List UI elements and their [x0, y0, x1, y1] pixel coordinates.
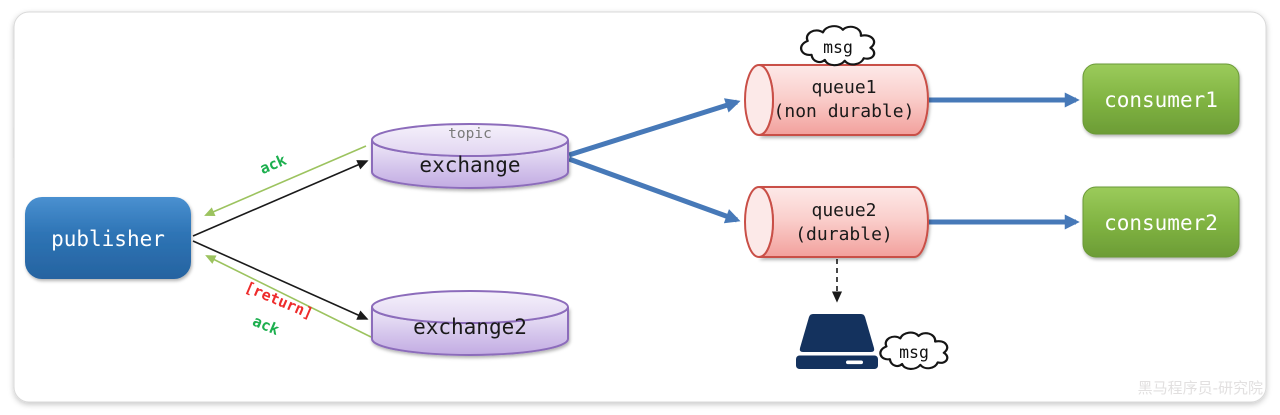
connectors [192, 92, 1080, 338]
exchange2-node: exchange2 [371, 290, 569, 356]
publisher-box [25, 197, 191, 279]
exchange2-label: exchange2 [413, 315, 527, 339]
publisher-to-exchange2-arrow [192, 240, 369, 320]
msg-cloud-bottom-label: msg [899, 343, 929, 362]
consumer2-node: consumer2 [1082, 186, 1240, 258]
publisher-to-exchange-arrow [192, 160, 369, 237]
disk-base [796, 355, 878, 369]
queue1-label: queue1 [811, 77, 876, 98]
disk-icon [796, 314, 878, 369]
queue1-sublabel: (non durable) [774, 101, 915, 122]
disk-top [799, 314, 875, 352]
queue2-sublabel: (durable) [795, 224, 893, 245]
queue2-cylinder-cap [744, 186, 774, 258]
exchange-to-queue2-arrow [568, 156, 741, 224]
exchange-label: exchange [419, 153, 520, 177]
msg-cloud-top-label: msg [823, 38, 853, 57]
msg-cloud-bottom: msg [879, 331, 949, 371]
queue1-cylinder-body [758, 64, 929, 136]
exchange-cylinder-top [371, 123, 569, 157]
consumer1-box [1082, 63, 1240, 135]
exchange-node: topic exchange [371, 123, 569, 189]
consumer1-node: consumer1 [1082, 63, 1240, 135]
exchange-to-queue1-arrow [568, 98, 741, 158]
diagram-panel [13, 11, 1267, 403]
exchange2-cylinder-top [371, 290, 569, 324]
queue1-cylinder-cap [744, 64, 774, 136]
exchange2-to-publisher-ack-arrow [205, 255, 372, 338]
exchange-to-publisher-ack-arrow [204, 145, 367, 217]
consumer1-label: consumer1 [1104, 88, 1218, 112]
queue1-node: queue1 (non durable) [744, 64, 929, 136]
disk-slot [846, 360, 863, 365]
exchange-type-badge: topic [448, 126, 492, 142]
queue2-label: queue2 [811, 200, 876, 221]
publisher-label: publisher [51, 227, 165, 251]
consumer2-label: consumer2 [1104, 211, 1218, 235]
watermark-text: 黑马程序员-研究院 [1138, 379, 1263, 397]
publisher-node: publisher [25, 197, 191, 279]
consumer2-box [1082, 186, 1240, 258]
queue2-node: queue2 (durable) [744, 186, 929, 258]
msg-cloud-top: msg [799, 24, 876, 67]
queue2-cylinder-body [758, 186, 929, 258]
